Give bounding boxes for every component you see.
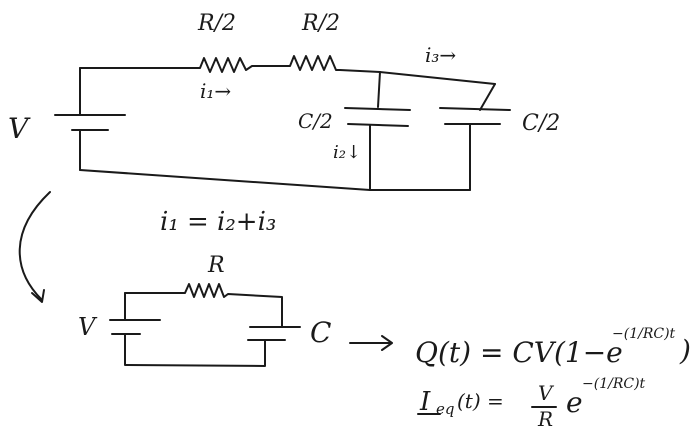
middle-branch-wire-upper: [377, 71, 381, 108]
current-subscript: eq: [436, 400, 454, 418]
top-source-label: V: [8, 112, 31, 145]
resistor1-label: R/2: [197, 11, 236, 36]
bottom-circuit: [109, 283, 301, 367]
transform-arrow: [18, 191, 51, 301]
top-wire-with-resistors: [79, 55, 496, 85]
bottom-source-label: V: [78, 313, 98, 341]
bottom-capacitor-label: C: [310, 316, 331, 349]
charge-equation-main: Q(t) = CV(1−e: [415, 336, 623, 369]
resistor2-label: R/2: [301, 11, 340, 36]
bottom-capacitor: [247, 326, 301, 341]
current-symbol: I: [419, 387, 431, 417]
capacitor2-label: C/2: [522, 111, 560, 136]
bottom-wire-top: [124, 283, 283, 327]
middle-capacitor: [344, 107, 411, 127]
capacitor1-label: C/2: [298, 109, 333, 133]
charge-equation: Q(t) = CV(1−e −(1/RC)t ): [415, 326, 691, 369]
current-equation: I eq (t) = V R e −(1/RC)t: [417, 376, 646, 431]
bottom-battery: [109, 319, 161, 335]
current-denominator: R: [537, 407, 553, 431]
bottom-left-wire-lower: [124, 333, 266, 367]
current-exponent: −(1/RC)t: [582, 376, 646, 392]
current-argument: (t) =: [457, 389, 504, 413]
current3-label: i₃→: [425, 43, 456, 67]
bottom-resistor-label: R: [207, 253, 225, 278]
top-circuit: [54, 55, 511, 191]
kcl-equation: i₁ = i₂+i₃: [160, 207, 276, 237]
current2-label: i₂↓: [333, 142, 361, 163]
implies-arrow: [349, 335, 393, 351]
charge-equation-close: ): [679, 334, 691, 367]
charge-equation-exponent: −(1/RC)t: [612, 326, 676, 342]
transform-arrow-head: [31, 289, 45, 303]
current1-label: i₁→: [200, 79, 231, 103]
right-branch-wire-upper: [479, 83, 496, 111]
right-capacitor: [439, 107, 511, 125]
current-numerator: V: [538, 381, 555, 405]
top-bottom-wire: [79, 169, 471, 191]
current-exponential: e: [566, 386, 583, 419]
top-battery: [54, 114, 126, 131]
